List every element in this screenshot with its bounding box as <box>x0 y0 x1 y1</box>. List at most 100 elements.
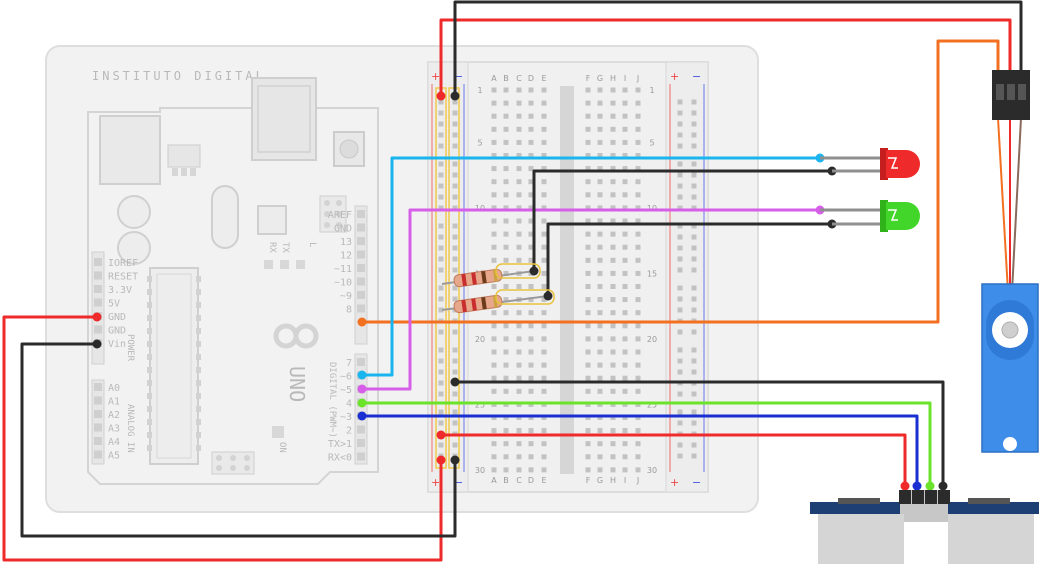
digital-pin-label: ~10 <box>334 278 352 289</box>
resistor-1 <box>441 263 541 288</box>
wire-green-led-gnd <box>546 222 832 296</box>
row-number: 20 <box>475 335 485 344</box>
wire-green-led <box>362 208 820 391</box>
microcontroller-chip <box>149 267 199 465</box>
row-number: 30 <box>475 466 485 475</box>
column-letter: F <box>586 74 591 83</box>
transducer-right <box>948 514 1034 564</box>
column-letter: I <box>624 74 626 83</box>
wire-sensor-echo <box>362 401 932 486</box>
row-number: 20 <box>647 335 657 344</box>
column-letter: E <box>541 74 546 83</box>
uno-label: UNO <box>285 366 309 402</box>
power-jack <box>99 115 161 185</box>
digital-pin-label: 8 <box>346 305 352 316</box>
digital-pin-label: ~5 <box>340 385 352 396</box>
digital-pin-label: AREF <box>328 210 352 221</box>
digital-pin-label: ~3 <box>340 412 352 423</box>
wire-servo-signal <box>362 39 1000 324</box>
digital-header-label: DIGITAL (PWM~) <box>327 362 337 438</box>
column-letter: H <box>610 74 616 83</box>
power-pin-label: 5V <box>108 299 120 310</box>
usb-connector <box>251 77 317 161</box>
wire-gnd <box>20 342 457 538</box>
wire-5v <box>2 315 443 562</box>
digital-pin-label: ~9 <box>340 291 352 302</box>
power-pin-label: GND <box>108 326 126 337</box>
ultrasonic-sensor <box>810 490 1039 564</box>
digital-pin-label: ~11 <box>334 264 352 275</box>
digital-pin-label: TX>1 <box>328 439 352 450</box>
power-header-label: POWER <box>125 334 135 362</box>
rx-label: RX <box>267 242 277 253</box>
servo-motor <box>981 70 1039 453</box>
column-letter: F <box>586 476 591 485</box>
column-letter: G <box>597 476 603 485</box>
wires <box>2 0 1023 562</box>
wire-servo-ground <box>453 0 1023 96</box>
column-letter: C <box>516 74 522 83</box>
power-pin-label: 3.3V <box>108 285 132 296</box>
column-letter: E <box>541 476 546 485</box>
row-number: 30 <box>647 466 657 475</box>
digital-pin-label: 7 <box>346 358 352 369</box>
analog-pin-label: A0 <box>108 383 120 394</box>
on-label: ON <box>277 442 287 453</box>
column-letter: J <box>636 476 639 485</box>
row-number: 1 <box>649 86 654 95</box>
arduino-logo-icon <box>273 323 319 349</box>
analog-pin-label: A3 <box>108 424 120 435</box>
sensor-header <box>899 490 950 504</box>
wire-sensor-trig <box>362 414 919 486</box>
power-pin-label: Vin <box>108 339 126 350</box>
tx-label: TX <box>280 242 290 253</box>
resistor-2 <box>441 289 555 314</box>
left-rail-plus-bottom: + <box>431 476 440 489</box>
digital-pin-label: 4 <box>346 399 352 410</box>
column-letter: A <box>491 74 497 83</box>
right-rail-minus-bottom: − <box>692 476 701 489</box>
digital-pin-label: RX<0 <box>328 453 352 464</box>
column-letter: A <box>491 476 497 485</box>
left-rail-minus-bottom: − <box>454 476 463 489</box>
analog-header-label: ANALOG IN <box>125 404 135 453</box>
row-number: 1 <box>477 86 482 95</box>
left-rail-plus: + <box>431 70 440 83</box>
right-rail-plus-bottom: + <box>670 476 679 489</box>
column-letter: I <box>624 476 626 485</box>
column-letter: G <box>597 74 603 83</box>
power-pin-label: RESET <box>108 272 138 283</box>
wire-servo-power <box>439 18 1012 96</box>
right-rail-minus: − <box>692 70 701 83</box>
analog-pin-label: A4 <box>108 437 120 448</box>
red-led <box>820 148 920 180</box>
row-number: 5 <box>649 138 654 147</box>
column-letter: H <box>610 476 616 485</box>
transducer-left <box>818 514 904 564</box>
power-pin-label: IOREF <box>108 258 138 269</box>
row-number: 15 <box>647 269 657 278</box>
wire-sensor-vcc <box>441 433 907 486</box>
column-letter: B <box>503 74 509 83</box>
column-letter: J <box>636 74 639 83</box>
brand-text: INSTITUTO DIGITAL <box>92 69 266 83</box>
digital-pin-label: 2 <box>346 426 352 437</box>
row-number: 25 <box>647 400 657 409</box>
l-label: L <box>307 242 317 247</box>
resistors <box>441 263 555 314</box>
analog-pin-label: A5 <box>108 451 120 462</box>
green-led <box>820 200 920 232</box>
row-number: 5 <box>477 138 482 147</box>
left-rail-minus: − <box>454 70 463 83</box>
column-letter: B <box>503 476 509 485</box>
row-number: 10 <box>647 204 657 213</box>
row-number: 25 <box>475 400 485 409</box>
digital-pin-label: 13 <box>340 237 352 248</box>
analog-pin-label: A1 <box>108 397 120 408</box>
column-letter: D <box>528 74 534 83</box>
digital-pin-label: 12 <box>340 251 352 262</box>
right-rail-plus: + <box>670 70 679 83</box>
digital-pin-label: GND <box>334 224 352 235</box>
column-letter: D <box>528 476 534 485</box>
